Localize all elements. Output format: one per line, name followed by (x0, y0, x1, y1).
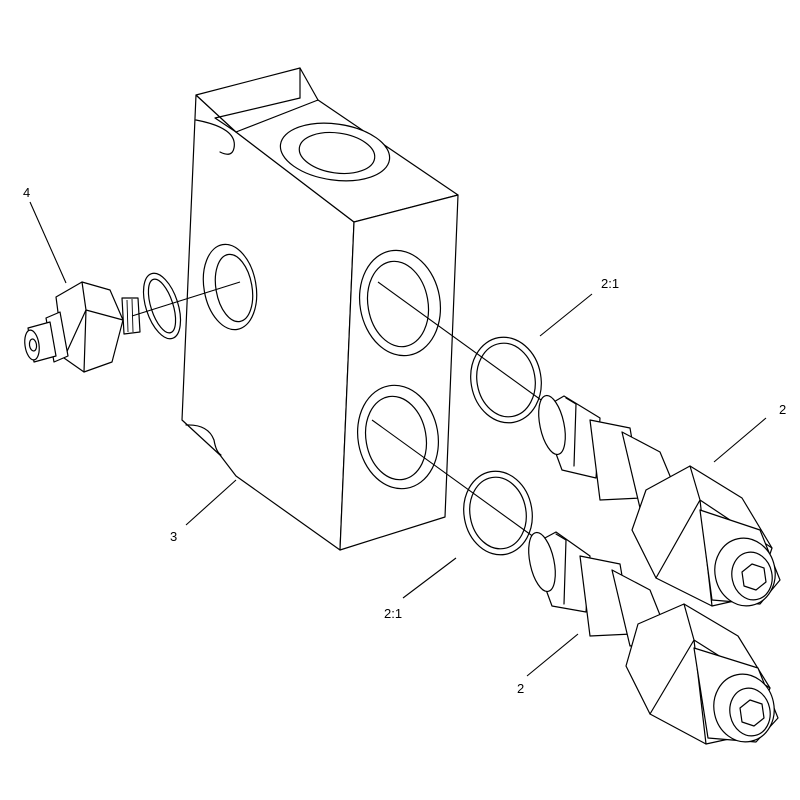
lower-axis-line (371, 419, 539, 541)
manifold-body (181, 67, 459, 551)
plug-fitting (24, 272, 182, 373)
leader-seal-bottom (402, 557, 457, 599)
upper-axis-line (377, 281, 549, 406)
plug-axis-line (131, 281, 241, 317)
leader-plug (29, 201, 67, 284)
leader-seal-top (539, 293, 593, 337)
callout-body: 3 (170, 529, 177, 544)
seal-top (470, 336, 542, 424)
cartridge-lower (528, 531, 779, 745)
callout-seal-top: 2:1 (601, 276, 619, 291)
callout-cartridge-bottom: 2 (517, 681, 524, 696)
leader-cartridge-top (713, 417, 767, 463)
callout-plug: 4 (23, 185, 30, 200)
seal-bottom (463, 470, 533, 556)
callout-seal-bottom: 2:1 (384, 606, 402, 621)
leader-cartridge-bottom (526, 633, 579, 677)
callout-cartridge-top: 2 (779, 402, 786, 417)
leader-body (185, 479, 237, 526)
cartridge-upper (538, 394, 781, 607)
